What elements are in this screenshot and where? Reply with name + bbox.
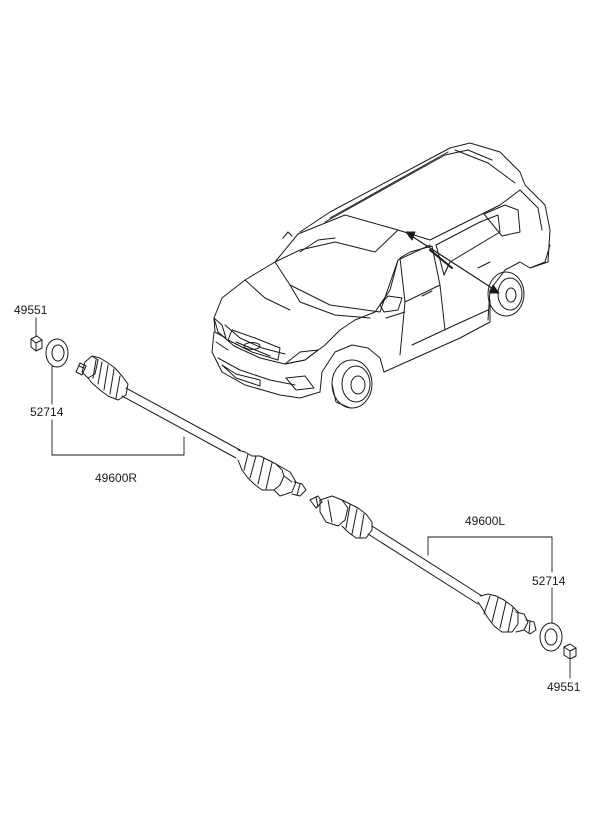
- vehicle-illustration: [211, 142, 551, 409]
- washer-right: [45, 338, 69, 368]
- part-label-shaft-right: 49600R: [95, 471, 138, 485]
- part-label-washer-left: 52714: [532, 574, 566, 588]
- washer-left: [539, 622, 563, 652]
- part-label-shaft-left: 49600L: [465, 514, 506, 528]
- leader-lines: [35, 317, 571, 679]
- part-label-washer-right: 52714: [30, 405, 64, 419]
- nut-left: [563, 643, 577, 660]
- nut-right: [30, 335, 43, 352]
- part-label-nut-left: 49551: [547, 680, 581, 694]
- drive-shaft-left: [309, 495, 537, 635]
- part-label-nut-right: 49551: [14, 303, 48, 317]
- drive-shaft-right: [75, 355, 307, 497]
